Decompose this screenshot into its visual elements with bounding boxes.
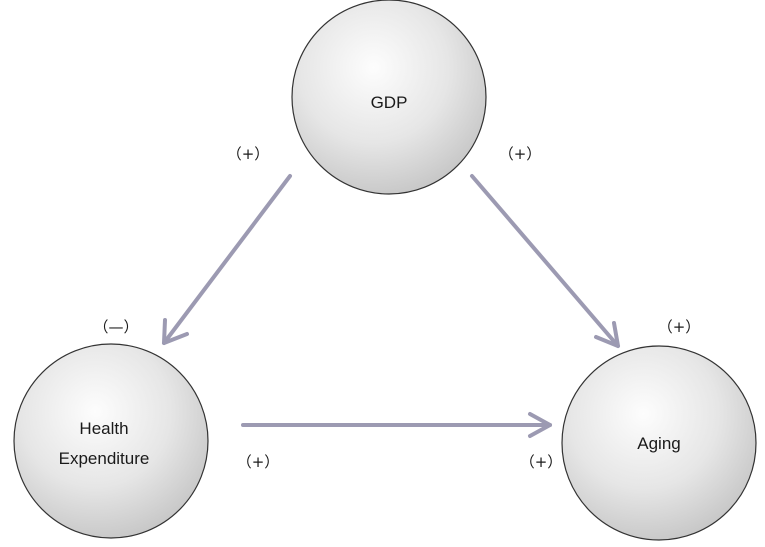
node-gdp: GDP [291,0,487,195]
sign-health-to-aging: （+） [237,453,280,471]
node-aging-circle [561,345,757,541]
sign-aging-left: （+） [520,453,563,471]
edge-gdp-to-health-arrowhead [162,318,189,345]
sign-health-arrowhead: （—） [93,318,138,336]
node-health-circle [13,343,209,539]
node-gdp-label: GDP [371,93,408,112]
edge-gdp-to-aging [470,174,620,348]
edge-gdp-to-aging-line [470,174,620,348]
node-gdp-circle [291,0,487,195]
edge-gdp-to-health [162,174,292,345]
node-health-expenditure: Health Expenditure [13,343,209,539]
node-aging: Aging [561,345,757,541]
sign-gdp-to-health: （+） [227,145,270,163]
sign-gdp-to-aging: （+） [499,145,542,163]
node-health-label-line2: Expenditure [59,449,150,468]
node-aging-label: Aging [637,434,680,453]
edge-gdp-to-health-line [162,174,292,345]
edge-health-to-aging [241,412,552,438]
node-health-label-line1: Health [79,419,128,438]
edge-gdp-to-aging-arrowhead [594,321,620,348]
edge-health-to-aging-arrowhead [528,412,552,438]
sign-aging-top: （+） [658,318,701,336]
